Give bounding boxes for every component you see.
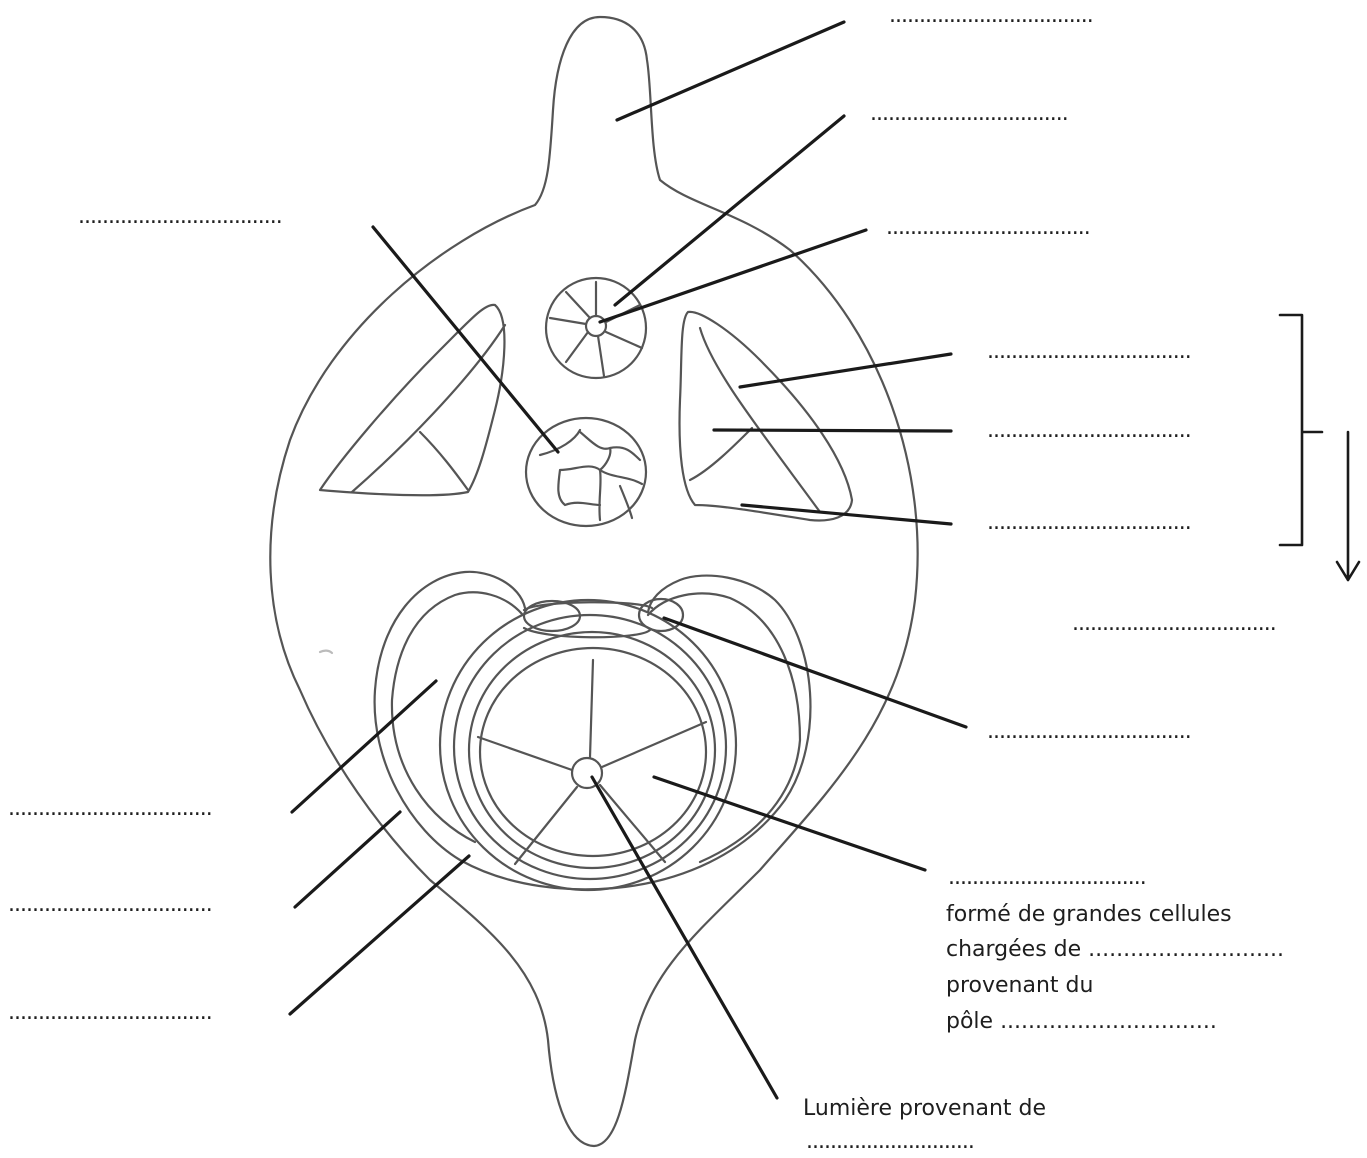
endoderm-desc-line3: provenant du xyxy=(946,969,1093,1003)
leader-notochord xyxy=(373,227,558,452)
body-outline xyxy=(270,17,917,1146)
lumen-label-line2[interactable]: ............................ xyxy=(806,1130,974,1154)
leader-somite-2 xyxy=(714,430,951,431)
leader-ring xyxy=(664,618,966,727)
leader-left-2 xyxy=(295,812,400,907)
endoderm-desc-line2: chargées de ............................ xyxy=(946,933,1284,967)
leader-lines xyxy=(290,22,966,1098)
blank-bracket-1[interactable]: .................................. xyxy=(987,340,1191,364)
blank-bracket-3[interactable]: .................................. xyxy=(987,511,1191,535)
blank-ring[interactable]: .................................. xyxy=(987,720,1191,744)
notochord-cells xyxy=(540,430,642,520)
neural-canal xyxy=(586,316,606,336)
leader-fin xyxy=(617,22,844,120)
endoderm-cell-lines xyxy=(478,660,706,864)
blank-left-1[interactable]: .................................. xyxy=(8,797,212,821)
leader-left-3 xyxy=(290,856,469,1014)
blank-top-2[interactable]: ................................. xyxy=(870,102,1068,126)
endoderm-desc-line1: formé de grandes cellules xyxy=(946,898,1232,932)
lumen-label-line1: Lumière provenant de xyxy=(803,1092,1046,1126)
blank-left-top[interactable]: .................................. xyxy=(78,205,282,229)
blank-center-title[interactable]: ................................. xyxy=(948,866,1146,890)
gut-ring-outer xyxy=(440,600,736,890)
blank-left-2[interactable]: .................................. xyxy=(8,893,212,917)
leader-left-1 xyxy=(292,681,436,812)
blank-left-3[interactable]: .................................. xyxy=(8,1001,212,1025)
blank-arrow-label[interactable]: .................................. xyxy=(1072,612,1276,636)
blank-top-1[interactable]: .................................. xyxy=(889,4,1093,28)
leader-lumen xyxy=(592,777,777,1098)
bracket xyxy=(1280,315,1322,545)
blank-top-3[interactable]: .................................. xyxy=(886,216,1090,240)
leader-neural-canal xyxy=(600,230,866,322)
down-arrow xyxy=(1337,432,1359,580)
blank-bracket-2[interactable]: .................................. xyxy=(987,419,1191,443)
endoderm-desc-line4: pôle ............................... xyxy=(946,1005,1217,1039)
somite-left xyxy=(320,305,504,495)
